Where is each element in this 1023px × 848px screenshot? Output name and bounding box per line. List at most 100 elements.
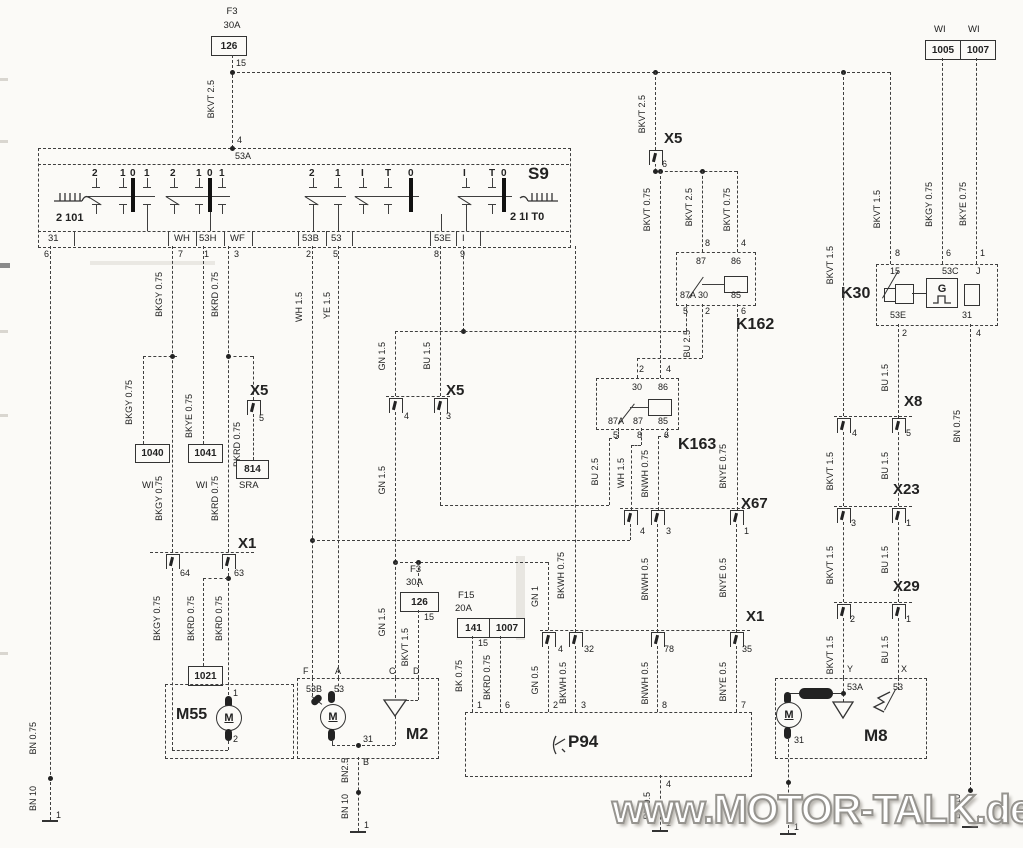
k162-terminal-87: 87 <box>696 256 707 266</box>
k30-pin: 1 <box>980 248 986 258</box>
pin-15: 15 <box>236 58 247 68</box>
contact <box>119 187 127 188</box>
wire-label: BNWH 0.75 <box>640 450 650 498</box>
k162-pin: 8 <box>705 238 711 248</box>
wire <box>736 524 737 632</box>
s9-contact: 0 <box>501 168 507 179</box>
wire <box>912 293 926 294</box>
p94-pin: 6 <box>505 700 511 710</box>
wire-label: BKYE 0.75 <box>958 182 968 227</box>
wire-label: BNYE 0.5 <box>718 662 728 702</box>
wire-label: BU 1.5 <box>422 342 432 370</box>
box-1021: 1021 <box>188 666 223 686</box>
wire <box>702 284 724 285</box>
junction <box>226 576 231 581</box>
s9-contact: 0 <box>130 168 136 179</box>
wire-label: BU 2.5 <box>682 330 692 358</box>
connector-bracket <box>834 506 912 507</box>
wire <box>548 646 549 712</box>
s9-contact: 2 <box>92 168 98 179</box>
wire-label: BKVT 2.5 <box>206 80 216 119</box>
wire <box>630 407 648 408</box>
x1-pin: 63 <box>234 568 245 578</box>
wire <box>702 304 703 358</box>
wire <box>228 356 253 357</box>
contact <box>388 204 389 214</box>
connector-pin <box>837 604 851 619</box>
connector-pin <box>837 418 851 433</box>
contact <box>222 204 223 214</box>
s9-contact: I <box>463 168 466 179</box>
k163-terminal-86: 86 <box>658 382 669 392</box>
wire <box>942 58 943 264</box>
k30-plug-icon <box>895 284 914 304</box>
wire <box>203 578 204 666</box>
wire <box>609 438 610 505</box>
contact <box>174 178 175 187</box>
connector-bracket <box>386 396 450 397</box>
wire-label: BKRD 0.75 <box>210 476 220 522</box>
s9-contact: 2 <box>170 168 176 179</box>
pulse-icon <box>933 294 951 304</box>
connector-x29-label: X29 <box>893 578 920 595</box>
ground-pin: 1 <box>666 818 672 828</box>
contact <box>492 204 493 214</box>
wire <box>790 693 799 694</box>
wire-label: BNWH 0.5 <box>640 662 650 705</box>
s9-terminal: 53H <box>199 233 217 244</box>
wire <box>660 775 661 830</box>
junction <box>48 776 53 781</box>
contact <box>338 178 339 187</box>
x1-pin: 4 <box>558 644 564 654</box>
wire <box>312 246 313 678</box>
fuse-f15-name: F15 <box>458 590 475 601</box>
k163-box <box>596 378 679 430</box>
wire <box>172 750 228 751</box>
k162-terminal-87a: 87A <box>680 290 697 300</box>
wire <box>228 246 229 552</box>
wire <box>440 505 609 506</box>
m8-pin-y: Y <box>847 664 854 674</box>
wire <box>472 636 473 712</box>
wire-label: BNYE 0.5 <box>718 558 728 598</box>
wire <box>657 524 658 632</box>
p94-symbol-icon <box>552 735 566 755</box>
s9-label: S9 <box>528 164 549 183</box>
pin-15: 15 <box>424 612 435 622</box>
wire-label: BKWH 0.5 <box>558 662 568 705</box>
k163-pin: 5 <box>613 430 619 440</box>
wire <box>898 324 899 418</box>
connector-x8-label: X8 <box>904 393 923 410</box>
wire-label: BKGY 0.75 <box>154 476 164 521</box>
wire <box>418 678 419 700</box>
connector-pin <box>542 632 556 647</box>
connector-bracket <box>150 552 254 553</box>
x5-pin: 6 <box>662 159 668 169</box>
connector-pin <box>166 554 180 569</box>
fuse-box-1007: 1007 <box>489 618 525 638</box>
wire <box>143 356 144 444</box>
x67-pin: 3 <box>666 526 672 536</box>
wire <box>843 522 844 602</box>
x8-pin: 5 <box>906 428 912 438</box>
connector-pin <box>649 150 663 165</box>
m55-pin-2: 2 <box>233 734 239 744</box>
wire-label: BK 0.75 <box>454 660 464 693</box>
wire <box>898 618 899 678</box>
m2-terminal-53b: 53B <box>306 684 323 694</box>
divider <box>252 231 253 246</box>
contact-drop <box>210 212 211 231</box>
junction <box>356 790 361 795</box>
divider <box>168 231 169 246</box>
wire <box>418 562 419 587</box>
junction <box>653 169 658 174</box>
connector-x23-label: X23 <box>893 481 920 498</box>
x1-pin: 78 <box>664 644 675 654</box>
connector-bracket <box>834 602 912 603</box>
wire <box>631 445 632 510</box>
connector-pin <box>651 632 665 647</box>
wire-label: BNWH 0.5 <box>640 558 650 601</box>
contact-rail <box>166 196 230 197</box>
k162-pin: 2 <box>705 306 711 316</box>
contact-rail <box>305 196 346 197</box>
